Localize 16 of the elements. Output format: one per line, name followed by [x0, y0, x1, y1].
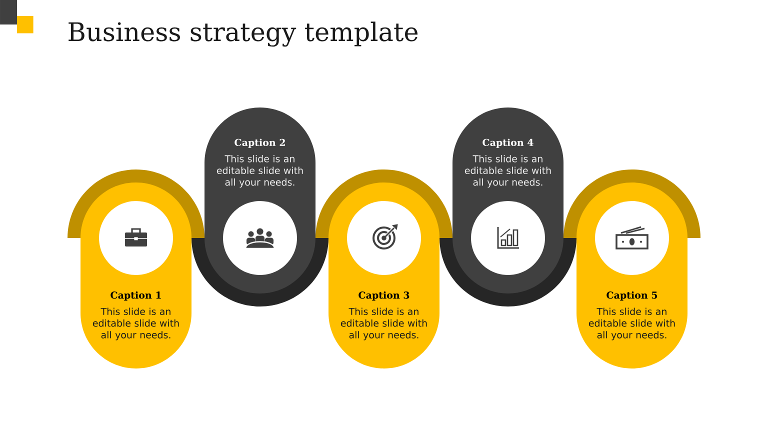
caption-text: This slide is an editable slide with all your needs.: [340, 308, 427, 340]
caption-heading: Caption 4: [482, 138, 534, 148]
pill-box: [440, 108, 576, 306]
pill-box: [68, 169, 204, 368]
caption-text: This slide is an editable slide with all your needs.: [216, 155, 303, 188]
pill-box: [192, 108, 328, 306]
pill-box: [316, 169, 452, 368]
caption-text: This slide is an editable slide with all your needs.: [588, 308, 675, 340]
caption-text: This slide is an editable slide with all your needs.: [92, 308, 179, 340]
caption-heading: Caption 5: [606, 291, 658, 301]
caption-text: This slide is an editable slide with all your needs.: [464, 155, 551, 188]
title: Business strategy template: [68, 22, 418, 47]
caption-heading: Caption 1: [110, 291, 161, 301]
caption-heading: Caption 3: [358, 291, 410, 301]
pill-box: [564, 169, 700, 368]
caption-heading: Caption 2: [234, 138, 285, 148]
